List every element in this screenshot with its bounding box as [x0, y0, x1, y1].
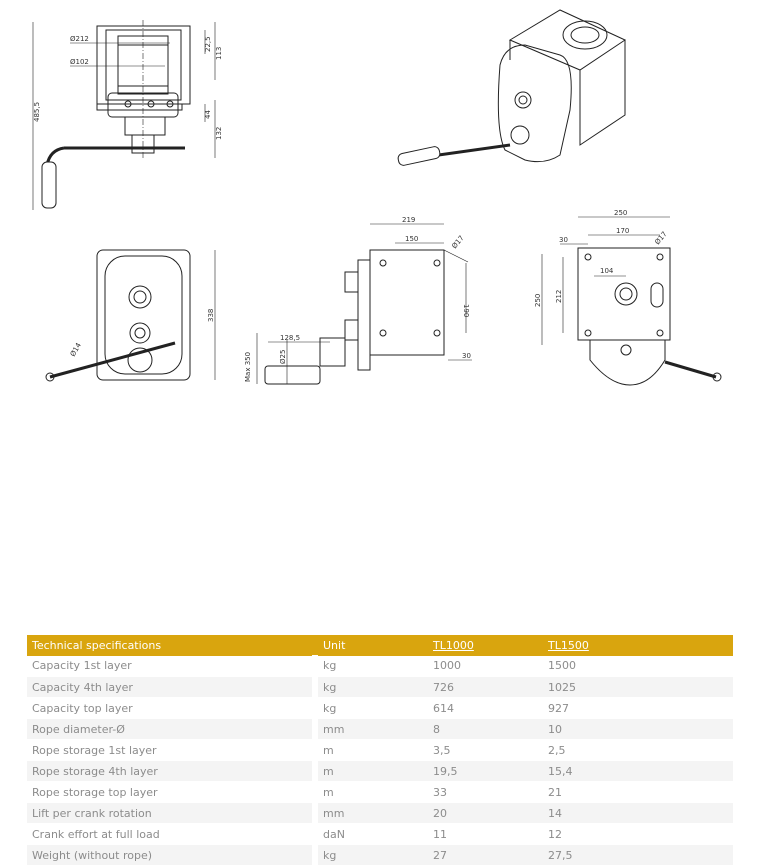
- unit-cell: kg: [318, 844, 428, 866]
- back-view-drawing: [541, 216, 722, 386]
- spec-label: Rope diameter-Ø: [27, 718, 312, 740]
- spec-label: Capacity top layer: [27, 697, 312, 719]
- tl1000-value: 3,5: [428, 739, 543, 761]
- tl1000-link[interactable]: TL1000: [433, 638, 474, 652]
- dim-d17-back: Ø17: [653, 230, 668, 246]
- unit-cell: kg: [318, 676, 428, 698]
- dim-d212: Ø212: [70, 35, 89, 43]
- dim-d25: Ø25: [279, 350, 287, 364]
- tl1500-value: 2,5: [543, 739, 733, 761]
- dim-250-top: 250: [614, 209, 627, 217]
- dim-212: 212: [555, 290, 563, 303]
- tl1500-value: 27,5: [543, 844, 733, 866]
- spec-label: Lift per crank rotation: [27, 802, 312, 824]
- tl1000-value: 1000: [428, 655, 543, 677]
- tl1000-value: 27: [428, 844, 543, 866]
- tl1500-value: 21: [543, 781, 733, 803]
- spec-table: Technical specifications Unit TL1000 TL1…: [27, 635, 733, 866]
- spec-label: Rope storage top layer: [27, 781, 312, 803]
- dim-d102: Ø102: [70, 58, 89, 66]
- dim-132: 132: [215, 127, 223, 140]
- header-tl1000[interactable]: TL1000: [428, 635, 543, 656]
- spec-table-header: Technical specifications Unit TL1000 TL1…: [27, 635, 733, 656]
- tl1000-value: 726: [428, 676, 543, 698]
- tl1000-value: 11: [428, 823, 543, 845]
- unit-cell: kg: [318, 655, 428, 677]
- tl1000-value: 19,5: [428, 760, 543, 782]
- dim-104: 104: [600, 267, 614, 275]
- dim-30-back: 30: [559, 236, 568, 244]
- dim-22-5: 22,5: [204, 36, 212, 52]
- dim-d14: Ø14: [69, 341, 83, 358]
- front-view-drawing: [45, 249, 216, 382]
- header-tl1500[interactable]: TL1500: [543, 635, 733, 656]
- tl1000-value: 33: [428, 781, 543, 803]
- unit-cell: daN: [318, 823, 428, 845]
- spec-label: Crank effort at full load: [27, 823, 312, 845]
- tl1500-link[interactable]: TL1500: [548, 638, 589, 652]
- dim-d17-side: Ø17: [450, 234, 465, 250]
- unit-cell: m: [318, 760, 428, 782]
- tl1000-value: 20: [428, 802, 543, 824]
- tl1500-value: 12: [543, 823, 733, 845]
- unit-cell: mm: [318, 802, 428, 824]
- header-unit: Unit: [318, 635, 428, 656]
- dim-max-350: Max 350: [244, 352, 252, 382]
- tl1000-value: 614: [428, 697, 543, 719]
- unit-cell: mm: [318, 718, 428, 740]
- dim-30-side: 30: [462, 352, 471, 360]
- dim-190: 190: [462, 304, 470, 317]
- dim-128-5: 128,5: [280, 334, 300, 342]
- dim-113: 113: [215, 47, 223, 60]
- tl1500-value: 15,4: [543, 760, 733, 782]
- spec-label: Rope storage 1st layer: [27, 739, 312, 761]
- technical-drawings: Ø212 Ø102 22,5 113 485,5 44 132 338 Ø14: [0, 0, 760, 420]
- tl1500-value: 14: [543, 802, 733, 824]
- spec-label: Weight (without rope): [27, 844, 312, 866]
- dim-338: 338: [207, 309, 215, 322]
- dim-219: 219: [402, 216, 415, 224]
- header-spec: Technical specifications: [27, 635, 312, 656]
- spec-label: Capacity 1st layer: [27, 655, 312, 677]
- tl1000-value: 8: [428, 718, 543, 740]
- unit-cell: m: [318, 781, 428, 803]
- unit-cell: kg: [318, 697, 428, 719]
- spec-label: Capacity 4th layer: [27, 676, 312, 698]
- dim-170: 170: [616, 227, 629, 235]
- spec-label: Rope storage 4th layer: [27, 760, 312, 782]
- unit-cell: m: [318, 739, 428, 761]
- side-view-drawing: [256, 223, 472, 385]
- dim-44: 44: [204, 110, 212, 119]
- dim-250-side: 250: [534, 294, 542, 307]
- dim-150: 150: [405, 235, 418, 243]
- tl1500-value: 1025: [543, 676, 733, 698]
- dim-485-5: 485,5: [33, 102, 41, 122]
- tl1500-value: 1500: [543, 655, 733, 677]
- isometric-winch-drawing: [397, 9, 627, 166]
- tl1500-value: 10: [543, 718, 733, 740]
- top-view-drawing: [32, 20, 216, 210]
- tl1500-value: 927: [543, 697, 733, 719]
